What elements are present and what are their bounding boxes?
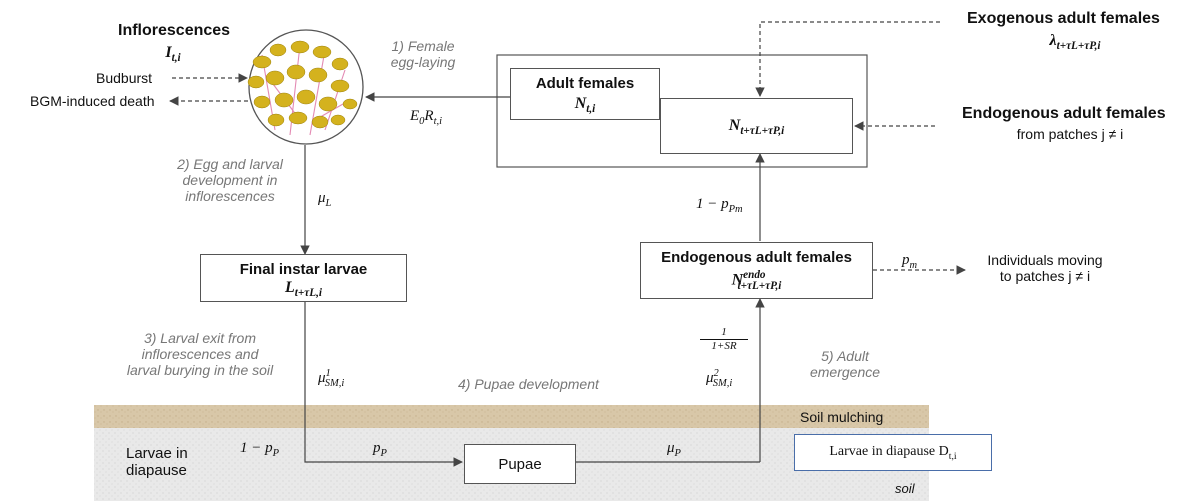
step1-label: 1) Female egg-laying: [390, 38, 456, 71]
endogenous-patches-subtitle: from patches j ≠ i: [1016, 126, 1124, 142]
future-adult-females-symbol: Nt+τL+τP,i: [728, 117, 785, 138]
adult-females-symbol: Nt,i: [574, 95, 596, 116]
soil-label: soil: [895, 481, 915, 496]
inflorescences-symbol: It,i: [165, 44, 181, 65]
endogenous-box-symbol: Nendot+τL+τP,i: [731, 269, 782, 292]
step2-label: 2) Egg and larval development in inflore…: [177, 156, 283, 205]
final-instar-title: Final instar larvae: [239, 261, 368, 278]
moving-label: Individuals moving to patches j ≠ i: [987, 252, 1103, 285]
exogenous-title: Exogenous adult females: [967, 10, 1160, 27]
step4-label: 4) Pupae development: [458, 376, 599, 392]
pupae-label: Pupae: [498, 456, 542, 473]
soil-mulching-band: [94, 405, 929, 428]
inflorescences-title: Inflorescences: [118, 22, 231, 39]
step5-label: 5) Adult emergence: [809, 348, 881, 381]
larvae-diapause-box: Larvae in diapause Dt,i: [794, 434, 992, 471]
future-adult-females-box: Nt+τL+τP,i: [660, 98, 853, 154]
final-instar-box: Final instar larvae Lt+τL,i: [200, 254, 407, 302]
p-p-label: pP: [373, 440, 387, 459]
one-minus-ppm-label: 1 − pPm: [696, 196, 743, 215]
sex-ratio-fraction: 1 1+SR: [700, 326, 748, 352]
adult-females-box: Adult females Nt,i: [510, 68, 660, 120]
exogenous-symbol: λt+τL+τP,i: [1049, 32, 1101, 53]
endogenous-patches-title: Endogenous adult females: [962, 105, 1166, 122]
mu-sm1-label: μ1SM,i: [318, 368, 345, 389]
egg-laying-rate: E0Rt,i: [410, 108, 443, 127]
endogenous-box: Endogenous adult females Nendot+τL+τP,i: [640, 242, 873, 299]
adult-females-title: Adult females: [535, 75, 635, 92]
pupae-box: Pupae: [464, 444, 576, 484]
budburst-label: Budburst: [96, 70, 153, 86]
larvae-diapause-box-label: Larvae in diapause Dt,i: [829, 444, 957, 462]
endogenous-box-title: Endogenous adult females: [661, 249, 852, 266]
step3-label: 3) Larval exit from inflorescences and l…: [126, 330, 274, 379]
bgm-death-label: BGM-induced death: [30, 93, 155, 109]
larvae-diapause-label: Larvae in diapause: [126, 445, 188, 480]
mu-l-label: μL: [318, 190, 332, 209]
one-minus-pp-label: 1 − pP: [240, 440, 280, 459]
soil-mulching-label: Soil mulching: [800, 409, 884, 425]
inflorescence-image: [247, 29, 364, 145]
final-instar-symbol: Lt+τL,i: [285, 279, 322, 300]
mu-sm2-label: μ2SM,i: [706, 368, 733, 389]
mu-p-label: μP: [667, 440, 681, 459]
p-m-label: pm: [902, 252, 918, 271]
